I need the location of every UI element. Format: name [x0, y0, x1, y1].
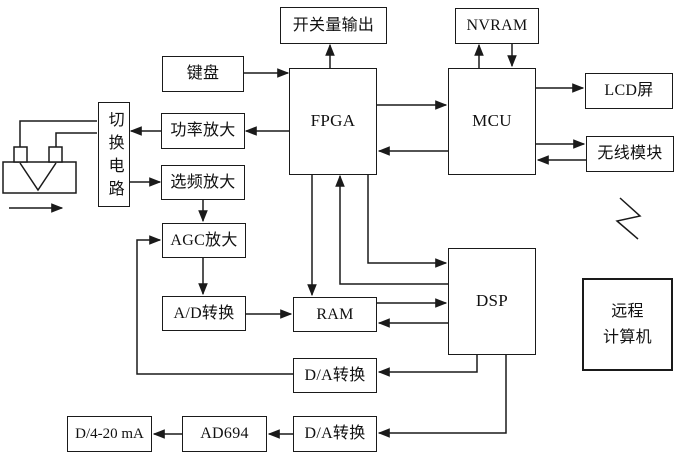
- block-lcd-screen: LCD屏: [585, 73, 673, 109]
- probe-left: [13, 146, 28, 163]
- block-da-converter-feedback: D/A转换: [293, 358, 377, 393]
- probe-right: [48, 146, 63, 163]
- arrow-dsp-to-fpga: [335, 174, 448, 285]
- wire-probe-right-to-switch-circuit: [55, 132, 97, 147]
- v-beam-path: [19, 162, 57, 192]
- block-agc-amplifier: AGC放大: [162, 223, 246, 258]
- wireless-link-zigzag-icon: [615, 197, 642, 240]
- block-dsp: DSP: [448, 248, 536, 355]
- block-power-amplifier: 功率放大: [161, 113, 245, 149]
- wire-probe-left-to-switch-circuit: [19, 120, 97, 147]
- arrow-dac-feedback-to-agc: [136, 235, 293, 375]
- arrow-dsp-to-dac-feedback: [377, 355, 478, 377]
- block-switch-circuit: 切换电路: [98, 102, 130, 207]
- block-keyboard: 键盘: [162, 56, 244, 92]
- block-da-converter-output: D/A转换: [293, 416, 377, 452]
- arrow-dsp-to-dac-output: [377, 355, 507, 438]
- block-switch-output: 开关量输出: [280, 7, 387, 44]
- block-ad-converter: A/D转换: [162, 296, 246, 331]
- arrow-fpga-to-dsp: [367, 175, 448, 268]
- block-wireless-module: 无线模块: [586, 136, 674, 172]
- block-current-loop-output: D/4-20 mA: [67, 416, 152, 452]
- block-nvram: NVRAM: [455, 8, 539, 44]
- block-ram: RAM: [293, 297, 377, 332]
- block-fpga: FPGA: [289, 68, 377, 175]
- block-frequency-select-amplifier: 选频放大: [161, 165, 245, 200]
- block-ad694: AD694: [182, 416, 267, 452]
- ultrasonic-probe-icon: [2, 146, 77, 194]
- block-mcu: MCU: [448, 68, 536, 175]
- block-remote-computer: 远程 计算机: [582, 278, 673, 371]
